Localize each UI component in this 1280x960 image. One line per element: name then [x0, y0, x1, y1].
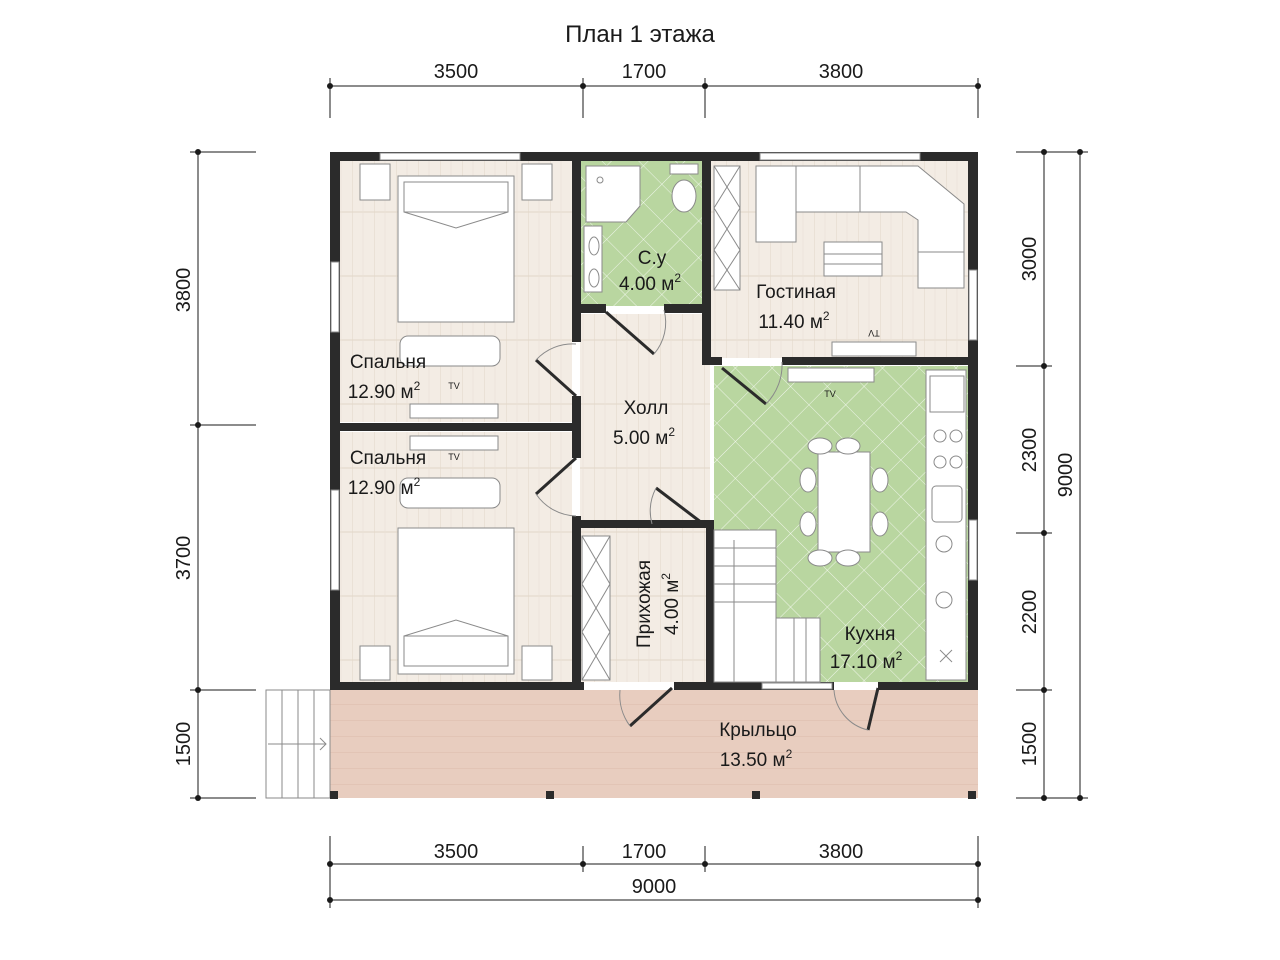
tv-stand-icon — [409, 435, 499, 451]
wardrobe-icon — [581, 535, 611, 681]
tv-stand-icon — [787, 367, 875, 383]
tv-label: TV — [448, 452, 460, 462]
tv-stand-icon — [409, 403, 499, 419]
room-name: Крыльцо — [719, 720, 797, 741]
bench-icon — [399, 335, 501, 367]
dim-label: 3500 — [434, 841, 479, 863]
room-area: 12.90 м2 — [348, 379, 421, 403]
tv-label: TV — [824, 389, 836, 399]
room-label-living: Гостиная 11.40 м2 — [756, 282, 836, 333]
bench-icon — [399, 477, 501, 509]
porch-posts — [330, 791, 976, 799]
coffee-table-icon — [823, 241, 883, 277]
room-area: 17.10 м2 — [830, 649, 903, 673]
dining-table-icon — [799, 437, 889, 567]
dim-label: 2300 — [1019, 428, 1041, 473]
tv-stand-icon — [831, 341, 917, 357]
room-label-hall: Холл 5.00 м2 — [613, 398, 675, 449]
dimension-top: 3500 1700 3800 — [327, 61, 981, 118]
sink-icon — [583, 225, 603, 293]
windows — [330, 152, 978, 690]
room-label-bedroom2: Спальня 12.90 м2 — [348, 448, 426, 499]
sofa-icon — [755, 165, 965, 289]
dim-label: 2200 — [1019, 590, 1041, 635]
dim-label: 1700 — [622, 841, 667, 863]
room-area: 4.00 м2 — [659, 573, 683, 635]
dim-label-total: 9000 — [1055, 453, 1077, 498]
dim-label: 3800 — [819, 61, 864, 83]
room-name: Спальня — [350, 448, 426, 469]
bed-icon — [359, 527, 553, 681]
dim-label: 3800 — [173, 268, 195, 313]
porch-steps — [265, 689, 331, 799]
stairs-icon — [713, 529, 821, 683]
room-name: Гостиная — [756, 282, 836, 303]
dim-label: 3500 — [434, 61, 479, 83]
dimension-right: 3000 2300 2200 1500 9000 — [1016, 149, 1088, 801]
kitchen-counter-icon — [925, 369, 967, 681]
room-name: С.у — [638, 248, 667, 269]
walls — [330, 152, 978, 690]
shower-icon — [585, 165, 641, 223]
dimension-bottom: 3500 1700 3800 9000 — [327, 836, 981, 908]
bed-icon — [359, 163, 553, 323]
room-label-bath: С.у 4.00 м2 — [619, 248, 681, 295]
room-label-porch: Крыльцо 13.50 м2 — [719, 720, 797, 771]
room-area: 13.50 м2 — [720, 747, 793, 771]
toilet-icon — [669, 163, 699, 213]
tv-label: TV — [868, 328, 880, 338]
dim-label: 1700 — [622, 61, 667, 83]
tv-label: TV — [448, 381, 460, 391]
room-area: 11.40 м2 — [758, 309, 829, 333]
dim-label: 1500 — [1019, 722, 1041, 767]
room-label-entry: Прихожая 4.00 м2 — [634, 560, 683, 648]
porch-floor — [330, 690, 978, 798]
dim-label: 3800 — [819, 841, 864, 863]
room-name: Спальня — [350, 352, 426, 373]
room-area: 5.00 м2 — [613, 425, 675, 449]
plan-title: План 1 этажа — [565, 21, 715, 48]
doors — [534, 309, 880, 731]
room-name: Прихожая — [634, 560, 655, 648]
dim-label: 3700 — [173, 536, 195, 581]
dimension-left: 3800 3700 1500 — [173, 149, 256, 801]
room-name: Кухня — [845, 624, 896, 645]
room-label-bedroom1: Спальня 12.90 м2 — [348, 352, 426, 403]
hall-floor — [580, 314, 710, 520]
dim-label-total: 9000 — [632, 876, 677, 898]
wardrobe-icon — [713, 165, 741, 291]
dim-label: 1500 — [173, 722, 195, 767]
room-name: Холл — [624, 398, 669, 419]
room-label-kitchen: Кухня 17.10 м2 — [830, 624, 903, 673]
room-area: 12.90 м2 — [348, 475, 421, 499]
dim-label: 3000 — [1019, 237, 1041, 282]
room-area: 4.00 м2 — [619, 271, 681, 295]
